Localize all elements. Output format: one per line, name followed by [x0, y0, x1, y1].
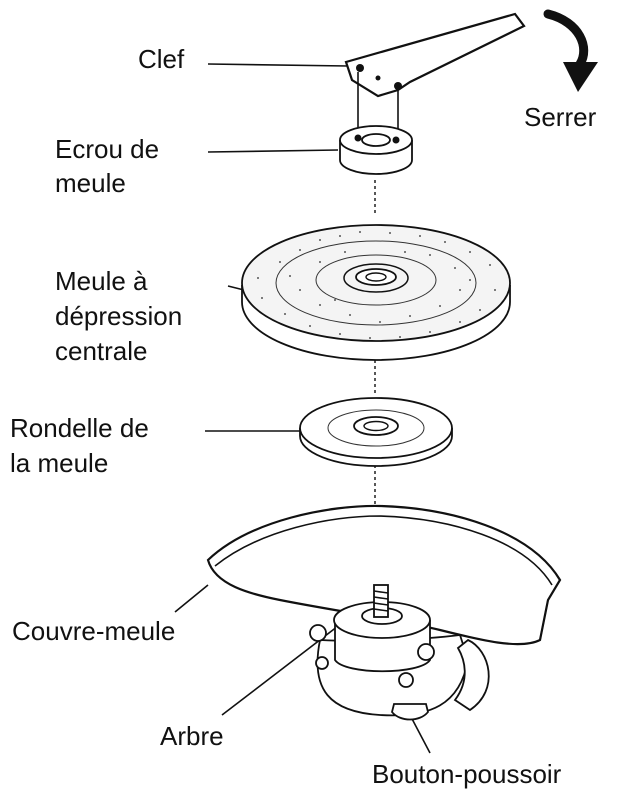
- leader-clef: [207, 63, 349, 67]
- label-ecrou-line2: meule: [55, 168, 126, 198]
- label-meule-line2: dépression: [55, 301, 182, 331]
- label-rondelle-line2: la meule: [10, 448, 108, 478]
- wrench-clef: [344, 12, 526, 135]
- leader-couvre-meule: [174, 584, 209, 613]
- inner-flange-rondelle: [299, 397, 453, 467]
- leader-ecrou: [207, 149, 339, 153]
- label-clef: Clef: [138, 44, 185, 74]
- label-couvre-meule: Couvre-meule: [12, 616, 175, 646]
- curved-arrow-clockwise-icon: [543, 9, 598, 92]
- label-arbre: Arbre: [160, 721, 224, 751]
- label-serrer: Serrer: [524, 102, 597, 132]
- depressed-center-wheel: [241, 224, 511, 361]
- wheel-nut-ecrou: [339, 125, 413, 175]
- label-bouton-poussoir: Bouton-poussoir: [372, 759, 562, 789]
- label-ecrou-line1: Ecrou de: [55, 134, 159, 164]
- leader-bouton: [409, 714, 431, 754]
- label-meule-line1: Meule à: [55, 266, 148, 296]
- wheel-guard-couvre-meule: [206, 504, 562, 646]
- label-rondelle-line1: Rondelle de: [10, 413, 149, 443]
- label-meule-line3: centrale: [55, 336, 148, 366]
- grinder-head: [309, 584, 490, 721]
